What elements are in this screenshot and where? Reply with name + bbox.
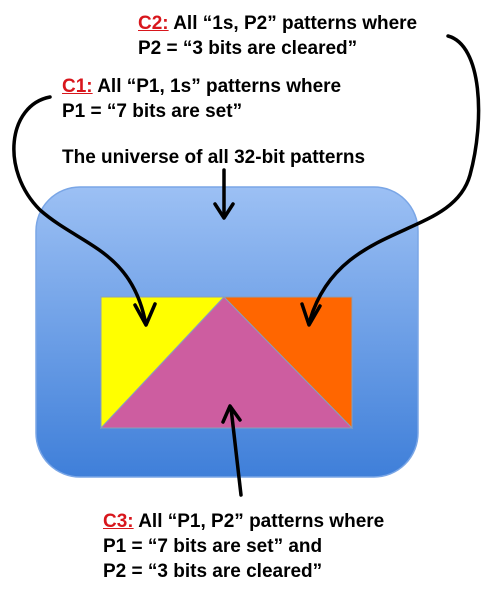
c3-label-line2: P1 = “7 bits are set” and [103,536,323,557]
c2-label: C2: All “1s, P2” patterns where P2 = “3 … [138,11,417,61]
c1-label: C1: All “P1, 1s” patterns where P1 = “7 … [62,74,341,124]
c3-label-line1: C3: All “P1, P2” patterns where [103,509,384,534]
inner-rectangle-outline [100,296,353,429]
c3-tag: C3: [103,511,134,532]
c2-label-line2: P2 = “3 bits are cleared” [138,38,358,59]
c2-label-line1: C2: All “1s, P2” patterns where [138,11,417,36]
c1-arrowhead [133,302,157,327]
universe-label: The universe of all 32-bit patterns [62,147,366,168]
c1-label-line2: P1 = “7 bits are set” [62,101,243,122]
c1-label-line1: C1: All “P1, 1s” patterns where [62,74,341,99]
c3-label: C3: All “P1, P2” patterns where P1 = “7 … [103,509,384,584]
universe-arrowhead [213,202,235,220]
c2-line1-text: All “1s, P2” patterns where [168,13,418,34]
c2-tag: C2: [138,13,169,34]
c1-tag: C1: [62,76,93,97]
c3-arrow [229,406,243,497]
c3-line1-text: All “P1, P2” patterns where [133,511,385,532]
c2-arrow [308,34,481,322]
c1-arrow [12,95,147,322]
c3-label-line3: P2 = “3 bits are cleared” [103,561,323,582]
c3-arrowhead [221,404,242,424]
c2-arrowhead [300,302,322,327]
c1-line1-text: All “P1, 1s” patterns where [92,76,342,97]
